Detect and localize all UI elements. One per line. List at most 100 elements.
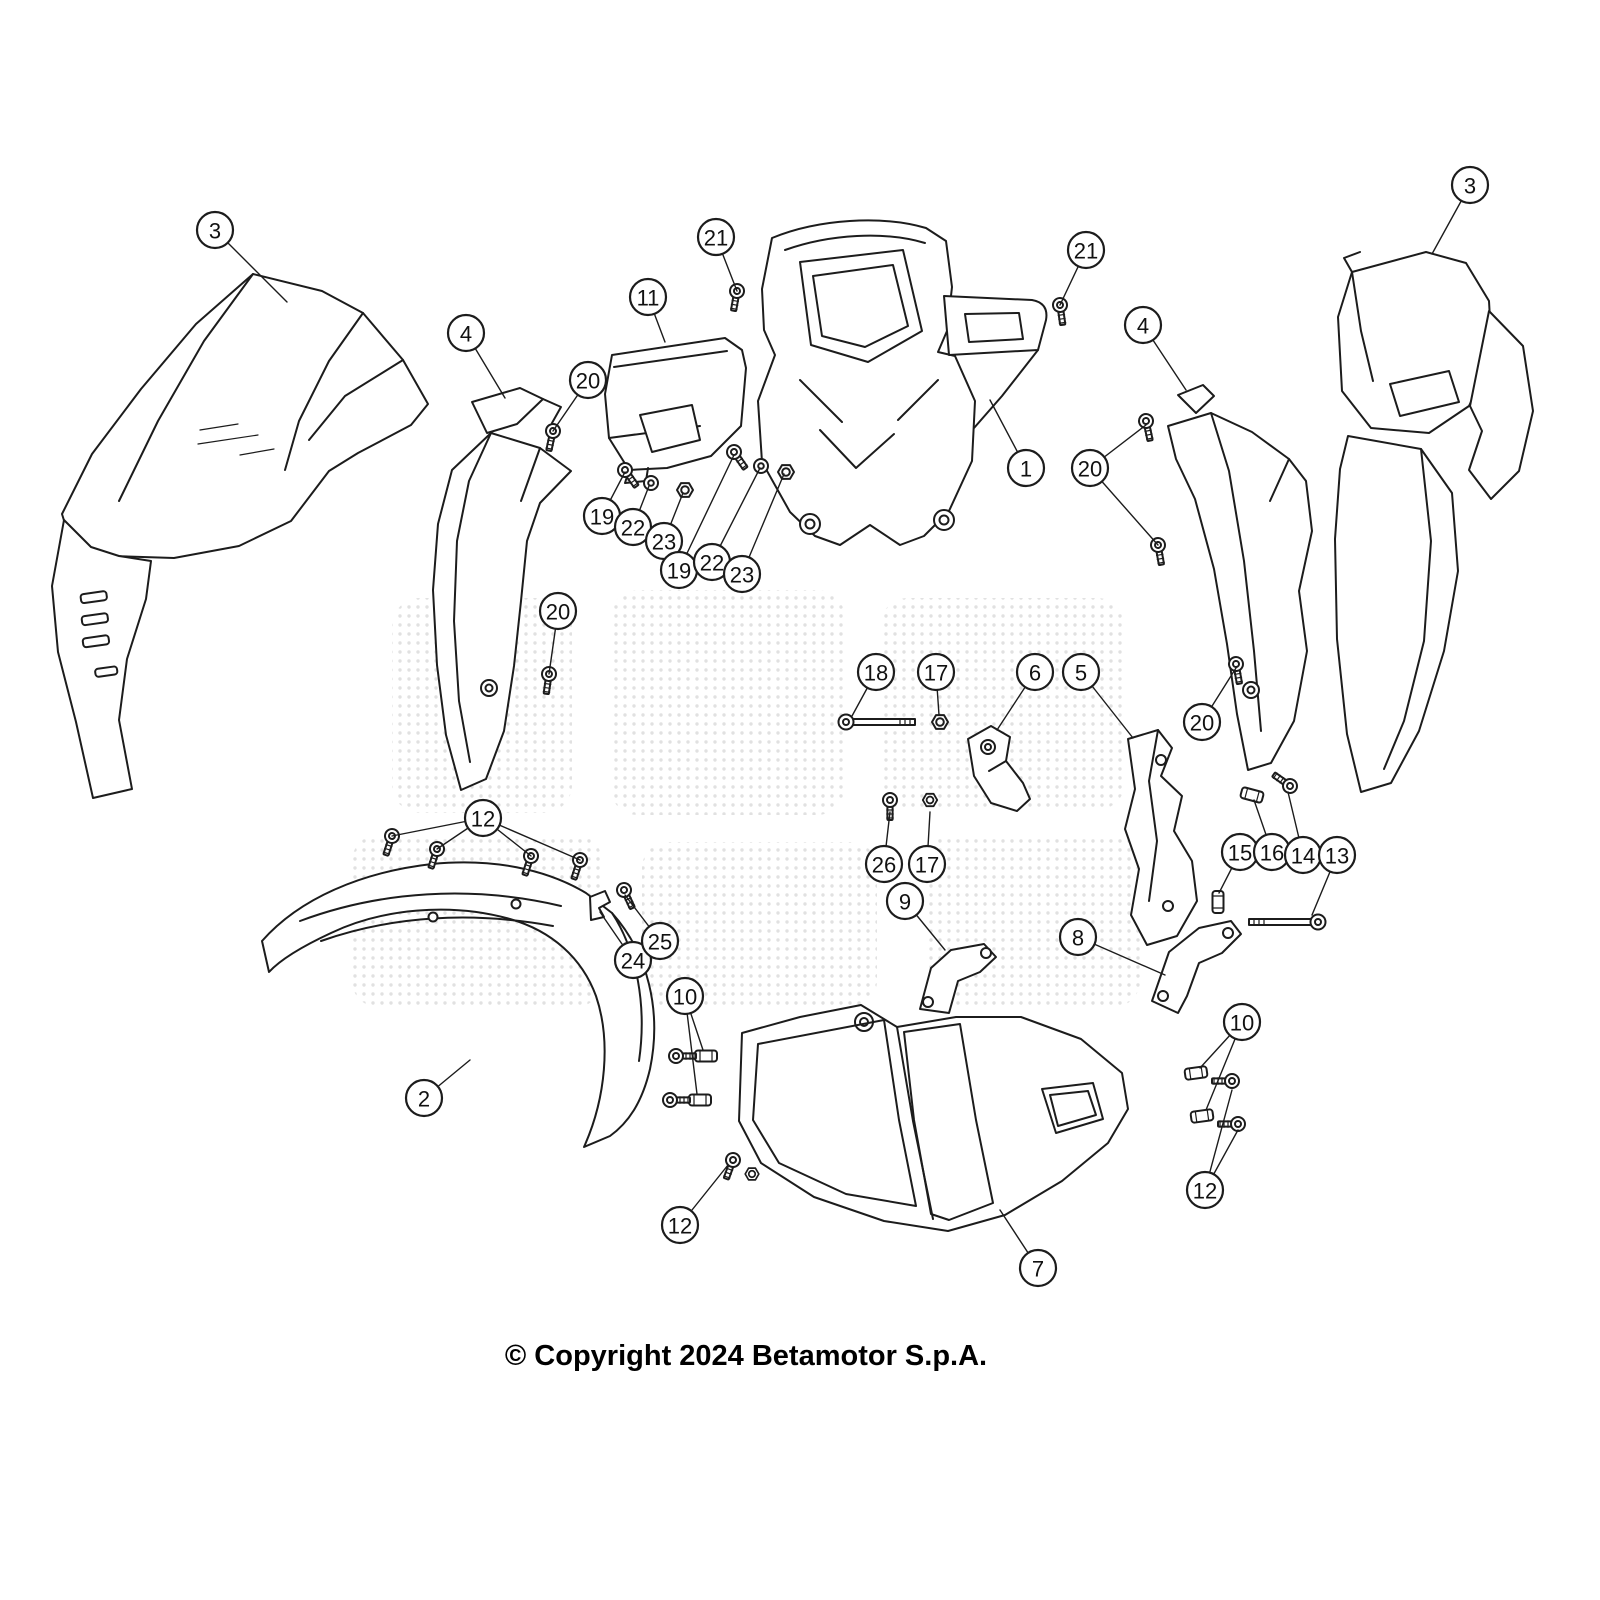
svg-text:9: 9 bbox=[899, 890, 911, 915]
spacer-icon bbox=[1183, 1065, 1209, 1081]
screw-icon bbox=[1136, 411, 1159, 444]
svg-text:15: 15 bbox=[1228, 841, 1252, 866]
leader-line bbox=[678, 454, 735, 571]
svg-text:18: 18 bbox=[864, 661, 888, 686]
part-front-fender bbox=[261, 861, 656, 1148]
nut-icon bbox=[777, 464, 795, 480]
part-left-shroud bbox=[51, 273, 429, 799]
svg-text:4: 4 bbox=[460, 322, 472, 347]
callout-7: 7 bbox=[1018, 1248, 1058, 1288]
callout-18: 18 bbox=[856, 652, 896, 692]
part-right-shroud bbox=[1334, 251, 1534, 793]
svg-text:22: 22 bbox=[621, 516, 645, 541]
svg-text:12: 12 bbox=[1193, 1179, 1217, 1204]
long-bolt-icon bbox=[1248, 913, 1327, 931]
washer-icon bbox=[753, 458, 769, 474]
nut-icon bbox=[931, 714, 949, 730]
svg-text:17: 17 bbox=[915, 853, 939, 878]
screw-icon bbox=[718, 1150, 743, 1183]
callout-11: 11 bbox=[628, 277, 668, 317]
callout-6: 6 bbox=[1015, 652, 1055, 692]
callout-20: 20 bbox=[1182, 702, 1222, 742]
callout-5: 5 bbox=[1061, 652, 1101, 692]
spacer-icon bbox=[1238, 785, 1266, 805]
svg-text:6: 6 bbox=[1029, 661, 1041, 686]
svg-text:12: 12 bbox=[668, 1214, 692, 1239]
callout-3: 3 bbox=[195, 210, 235, 250]
callout-21: 21 bbox=[696, 217, 736, 257]
callout-10: 10 bbox=[1222, 1002, 1262, 1042]
callout-13: 13 bbox=[1317, 835, 1357, 875]
svg-text:19: 19 bbox=[667, 559, 691, 584]
screw-icon bbox=[662, 1092, 691, 1108]
callout-20: 20 bbox=[1070, 448, 1110, 488]
svg-text:5: 5 bbox=[1075, 661, 1087, 686]
svg-text:12: 12 bbox=[471, 807, 495, 832]
callout-20: 20 bbox=[568, 360, 608, 400]
callout-26: 26 bbox=[864, 844, 904, 884]
svg-text:11: 11 bbox=[637, 286, 660, 311]
nut-icon bbox=[744, 1167, 760, 1181]
svg-text:16: 16 bbox=[1260, 841, 1284, 866]
callout-14: 14 bbox=[1283, 835, 1323, 875]
part-right-inner-panel bbox=[1167, 384, 1313, 771]
callout-12: 12 bbox=[660, 1205, 700, 1245]
callout-24: 24 bbox=[613, 940, 653, 980]
callout-15: 15 bbox=[1220, 832, 1260, 872]
svg-text:22: 22 bbox=[700, 551, 724, 576]
svg-text:20: 20 bbox=[576, 369, 600, 394]
svg-text:23: 23 bbox=[652, 530, 676, 555]
callout-22: 22 bbox=[692, 542, 732, 582]
nut-icon bbox=[676, 482, 694, 498]
svg-text:24: 24 bbox=[621, 949, 645, 974]
callout-23: 23 bbox=[722, 554, 762, 594]
pin-icon bbox=[1211, 890, 1225, 914]
svg-text:10: 10 bbox=[673, 985, 697, 1010]
svg-text:10: 10 bbox=[1230, 1011, 1254, 1036]
svg-text:3: 3 bbox=[209, 219, 221, 244]
svg-text:2: 2 bbox=[418, 1087, 430, 1112]
spacer-icon bbox=[688, 1093, 712, 1107]
callout-17: 17 bbox=[916, 652, 956, 692]
screw-icon bbox=[1148, 535, 1170, 567]
callout-25: 25 bbox=[640, 921, 680, 961]
callout-4: 4 bbox=[1123, 305, 1163, 345]
bolt-icon bbox=[1268, 767, 1301, 797]
svg-text:21: 21 bbox=[1074, 239, 1098, 264]
screw-icon bbox=[613, 879, 640, 913]
part-skid-plate bbox=[738, 1004, 1129, 1232]
callout-16: 16 bbox=[1252, 832, 1292, 872]
svg-text:25: 25 bbox=[648, 930, 672, 955]
callout-3: 3 bbox=[1450, 165, 1490, 205]
svg-text:1: 1 bbox=[1020, 457, 1032, 482]
svg-text:4: 4 bbox=[1137, 314, 1149, 339]
copyright-text: © Copyright 2024 Betamotor S.p.A. bbox=[504, 1340, 988, 1372]
callout-1: 1 bbox=[1006, 448, 1046, 488]
svg-text:14: 14 bbox=[1291, 844, 1315, 869]
callout-12: 12 bbox=[463, 798, 503, 838]
svg-text:19: 19 bbox=[590, 505, 614, 530]
washer-icon bbox=[643, 475, 659, 491]
svg-text:8: 8 bbox=[1072, 926, 1084, 951]
svg-text:21: 21 bbox=[704, 226, 728, 251]
svg-text:20: 20 bbox=[1078, 457, 1102, 482]
svg-text:20: 20 bbox=[1190, 711, 1214, 736]
callout-22: 22 bbox=[613, 507, 653, 547]
callout-2: 2 bbox=[404, 1078, 444, 1118]
callout-19: 19 bbox=[659, 550, 699, 590]
callout-12: 12 bbox=[1185, 1170, 1225, 1210]
callout-4: 4 bbox=[446, 313, 486, 353]
svg-text:13: 13 bbox=[1325, 844, 1349, 869]
svg-text:26: 26 bbox=[872, 853, 896, 878]
part-small-bracket bbox=[967, 725, 1031, 812]
screw-icon bbox=[1051, 296, 1071, 327]
callout-8: 8 bbox=[1058, 917, 1098, 957]
part-front-cover bbox=[604, 337, 747, 484]
svg-text:7: 7 bbox=[1032, 1257, 1044, 1282]
part-headlight-mask bbox=[757, 219, 1048, 546]
part-right-bracket bbox=[1151, 920, 1242, 1014]
callout-9: 9 bbox=[885, 881, 925, 921]
part-center-bracket bbox=[919, 943, 997, 1014]
